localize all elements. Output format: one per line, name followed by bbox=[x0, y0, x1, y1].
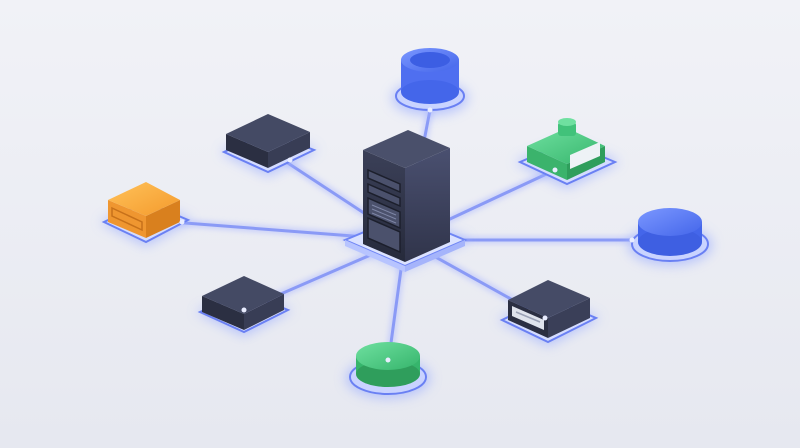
dark-module-icon[interactable] bbox=[220, 114, 318, 176]
link-endpoint-dots bbox=[179, 107, 635, 363]
database-cylinder-icon[interactable] bbox=[392, 48, 468, 115]
orange-device-icon[interactable] bbox=[100, 182, 192, 246]
green-disk-icon[interactable] bbox=[346, 342, 430, 398]
blue-disk-icon[interactable] bbox=[628, 208, 712, 265]
storage-drive-icon[interactable] bbox=[498, 280, 600, 346]
green-device-icon[interactable] bbox=[515, 118, 620, 188]
server-rack-icon[interactable] bbox=[340, 130, 470, 272]
